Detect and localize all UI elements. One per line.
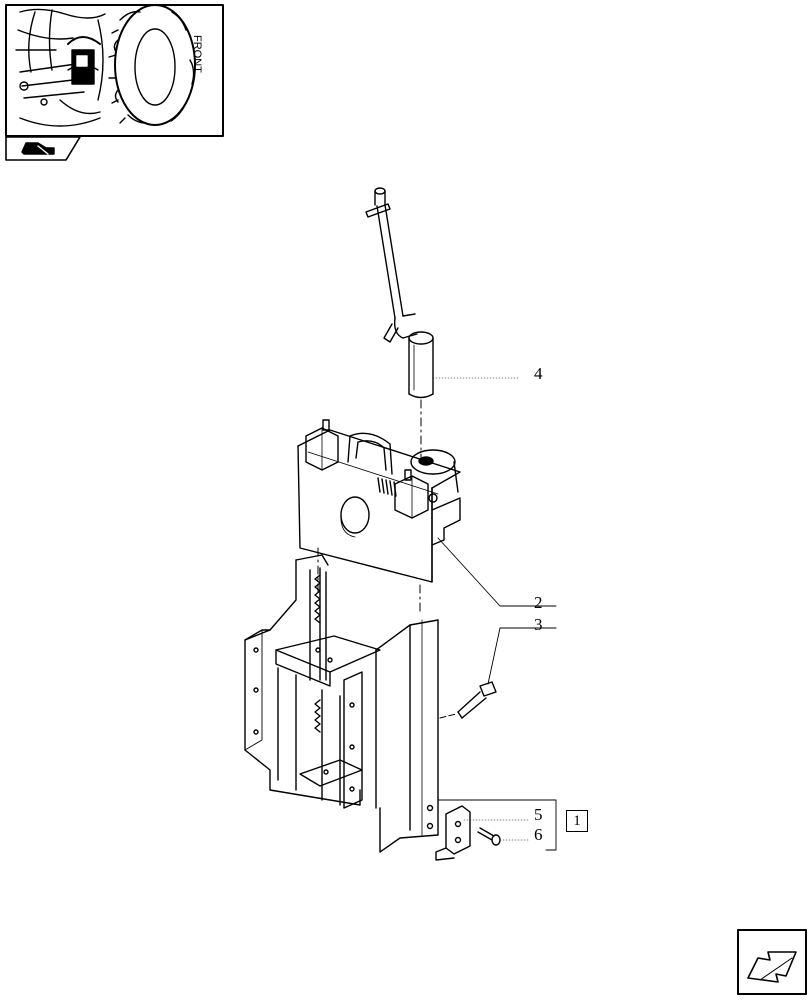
thumbnail-label: FRONT xyxy=(191,35,203,73)
part-6-screw xyxy=(477,827,531,846)
part-3-bolt xyxy=(439,627,557,719)
callout-part-2: 2 xyxy=(534,593,543,612)
vehicle-section-icon[interactable] xyxy=(5,136,81,161)
callout-part-5: 5 xyxy=(534,805,543,824)
callout-part-3: 3 xyxy=(534,615,543,634)
part-2-hitch-block xyxy=(297,419,557,607)
overview-thumbnail[interactable]: FRONT xyxy=(5,4,224,137)
next-page-arrow-icon[interactable] xyxy=(737,929,807,995)
callout-part-4: 4 xyxy=(534,364,543,383)
part-5-bracket xyxy=(435,805,531,861)
part-4-pin-assembly xyxy=(365,187,434,461)
hitch-frame xyxy=(244,547,557,853)
group-reference-box: 1 xyxy=(566,810,588,832)
callout-part-6: 6 xyxy=(534,825,543,844)
